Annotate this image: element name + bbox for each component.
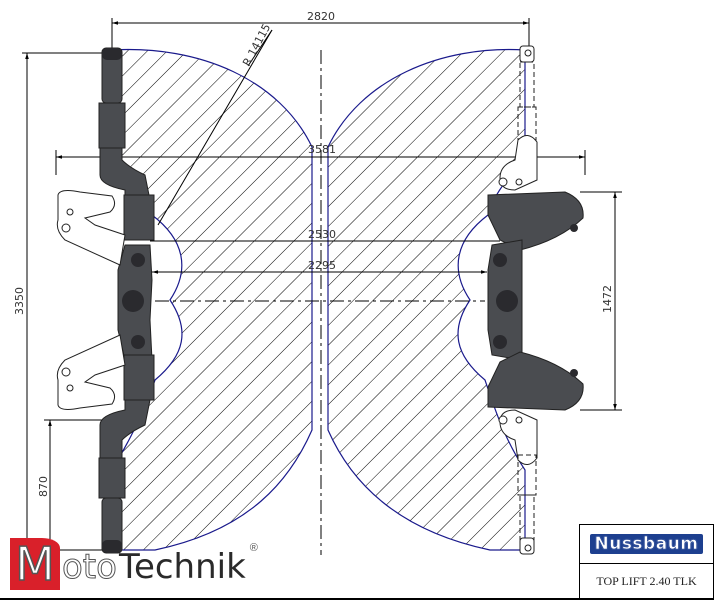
radius-leader-tail [247, 29, 273, 67]
bottom-border [0, 598, 714, 600]
mototechnik-oto: oto [62, 547, 118, 587]
dim-2820: 2820 [307, 10, 335, 23]
dim-2530: 2530 [308, 228, 336, 241]
right-lift-column [487, 45, 584, 555]
radius-leader [157, 29, 273, 226]
mototechnik-technik: Technik [118, 547, 246, 587]
model-name: TOP LIFT 2.40 TLK [596, 574, 697, 588]
left-lift-column [98, 47, 155, 554]
dim-3581: 3581 [308, 143, 336, 156]
dim-2295: 2295 [308, 259, 336, 272]
nussbaum-logo: Nussbaum [580, 525, 713, 564]
mototechnik-m-block: M [10, 538, 60, 590]
mototechnik-watermark: M oto Technik ® [10, 538, 258, 590]
title-block: Nussbaum TOP LIFT 2.40 TLK [579, 524, 714, 599]
dim-870: 870 [37, 476, 50, 497]
left-folded-arms [56, 190, 126, 410]
registered-mark: ® [249, 542, 258, 554]
dim-1472: 1472 [601, 285, 614, 313]
dim-3350: 3350 [13, 287, 26, 315]
